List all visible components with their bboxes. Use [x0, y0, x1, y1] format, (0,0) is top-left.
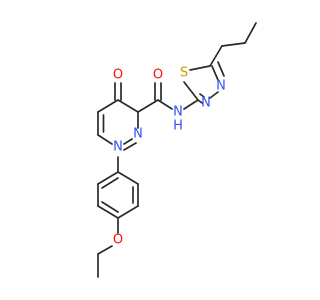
pyridazinone-ring [97, 82, 139, 151]
bond-ph1-ph2 [117, 171, 139, 185]
bond-ph4-ph5-inner [101, 201, 119, 213]
bond-c4-c5 [97, 99, 119, 113]
thiadiazole-ring [183, 61, 225, 104]
molecule-structure-diagram: O O N H S N N N N O [97, 22, 257, 278]
bond-n3-c2-double [199, 93, 205, 98]
atom-o-ether: O [113, 233, 123, 248]
atom-o-amide: O [153, 68, 163, 83]
bond-s-c5 [189, 65, 211, 71]
bond-n1-n2-double [123, 142, 137, 151]
atom-n-thiadiazole-4: N [216, 79, 226, 94]
bond-n4-n3 [209, 91, 219, 99]
atom-o-ketone: O [113, 68, 123, 83]
propyl-chain [209, 22, 257, 67]
bond-n1-n2 [123, 138, 133, 145]
bond-c2-s [183, 81, 199, 101]
bond-c3-c4 [117, 99, 139, 113]
bond-n-thiadiazole [183, 99, 199, 110]
atom-n-thiadiazole-3: N [201, 96, 211, 111]
bond-ph3-ph4 [117, 205, 139, 219]
carboxamide-group [137, 82, 199, 113]
bond-ph4-ph5 [97, 205, 119, 219]
bond-c5-ch2a [209, 45, 223, 67]
atom-h-amide: H [173, 119, 183, 134]
bond-ch2b-ch3 [244, 22, 257, 44]
bond-c6-n1 [97, 134, 113, 145]
bond-c3-carbonyl [137, 99, 159, 113]
phenyl-ring [97, 156, 139, 219]
atom-labels: O O N H S N N N N O [113, 66, 226, 248]
atom-s-thiadiazole: S [180, 66, 188, 81]
atom-n-amide: N [173, 105, 183, 120]
bond-ph6-ph1-inner [101, 177, 119, 189]
bond-c5-n4 [211, 65, 219, 81]
bond-ch2a-ch2b [221, 42, 246, 47]
bond-o-ch2 [97, 245, 113, 255]
atom-n-pyridazine-1: N [113, 140, 123, 155]
bond-ph6-ph1 [97, 171, 119, 185]
ethoxy-group [97, 217, 119, 278]
atom-n-pyridazine-2: N [133, 127, 143, 142]
bond-n3-c2 [197, 99, 203, 104]
bond-c5-n4-double [217, 61, 225, 77]
bond-carbonyl-n [157, 99, 173, 110]
